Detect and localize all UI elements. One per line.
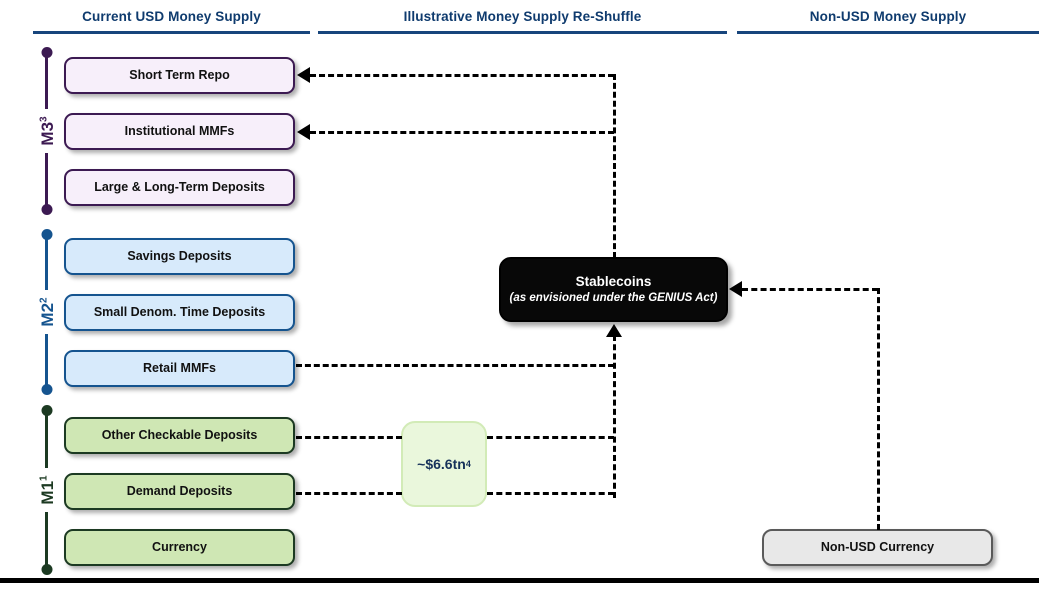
- bracket-dot-bottom: [41, 384, 52, 395]
- bracket-label-m2-sup: 2: [38, 297, 50, 303]
- flow-line-from-retail-mmfs: [296, 364, 614, 367]
- node-savings-deposits[interactable]: Savings Deposits: [64, 238, 295, 275]
- column-rule-current-usd: [33, 31, 310, 34]
- arrow-head-short-term-repo: [297, 67, 310, 83]
- flow-line-m1-m2-to-stablecoin-vertical: [613, 335, 616, 498]
- flow-line-from-other-checkable-deposits-left: [296, 436, 402, 439]
- amount-value: ~$6.6tn: [417, 455, 466, 472]
- arrow-head-stablecoins-right: [729, 281, 742, 297]
- stablecoins-subtitle: (as envisioned under the GENIUS Act): [509, 291, 718, 304]
- flow-line-from-other-checkable-deposits-right: [487, 436, 614, 439]
- bracket-label-m1: M11: [35, 468, 61, 512]
- flow-line-to-institutional-mmfs: [310, 131, 614, 134]
- stablecoins-title: Stablecoins: [575, 273, 652, 289]
- bracket-dot-bottom: [41, 204, 52, 215]
- node-retail-mmfs[interactable]: Retail MMFs: [64, 350, 295, 387]
- node-stablecoins[interactable]: Stablecoins (as envisioned under the GEN…: [499, 257, 728, 322]
- footer-divider: [0, 578, 1039, 583]
- column-header-current-usd: Current USD Money Supply: [82, 9, 261, 24]
- column-rule-non-usd: [737, 31, 1039, 34]
- bracket-label-m3-text: M3: [38, 121, 57, 146]
- node-non-usd-currency[interactable]: Non-USD Currency: [762, 529, 993, 566]
- node-other-checkable-deposits[interactable]: Other Checkable Deposits: [64, 417, 295, 454]
- column-rule-reshuffle: [318, 31, 727, 34]
- column-header-non-usd: Non-USD Money Supply: [809, 9, 967, 24]
- node-institutional-mmfs[interactable]: Institutional MMFs: [64, 113, 295, 150]
- node-large-long-term-deposits[interactable]: Large & Long-Term Deposits: [64, 169, 295, 206]
- arrow-head-stablecoins-bottom: [606, 324, 622, 337]
- flow-line-stablecoin-to-m3-vertical: [613, 74, 616, 258]
- bracket-label-m2: M22: [35, 290, 61, 334]
- bracket-label-m3-sup: 3: [38, 116, 50, 122]
- bracket-label-m1-text: M1: [38, 480, 57, 505]
- node-currency[interactable]: Currency: [64, 529, 295, 566]
- flow-line-to-short-term-repo: [310, 74, 614, 77]
- arrow-head-institutional-mmfs: [297, 124, 310, 140]
- flow-line-from-demand-deposits-right: [487, 492, 614, 495]
- amount-superscript: 4: [465, 458, 471, 469]
- node-demand-deposits[interactable]: Demand Deposits: [64, 473, 295, 510]
- bracket-dot-top: [41, 47, 52, 58]
- node-short-term-repo[interactable]: Short Term Repo: [64, 57, 295, 94]
- bracket-label-m1-sup: 1: [38, 475, 50, 481]
- node-small-denom-time-deposits[interactable]: Small Denom. Time Deposits: [64, 294, 295, 331]
- flow-line-non-usd-vertical: [877, 288, 880, 530]
- bracket-dot-bottom: [41, 564, 52, 575]
- column-header-reshuffle: Illustrative Money Supply Re-Shuffle: [403, 9, 642, 24]
- flow-line-non-usd-horizontal: [742, 288, 878, 291]
- bracket-label-m2-text: M2: [38, 302, 57, 327]
- bracket-label-m3: M33: [35, 109, 61, 153]
- flow-line-from-demand-deposits-left: [296, 492, 402, 495]
- bracket-dot-top: [41, 229, 52, 240]
- bracket-dot-top: [41, 405, 52, 416]
